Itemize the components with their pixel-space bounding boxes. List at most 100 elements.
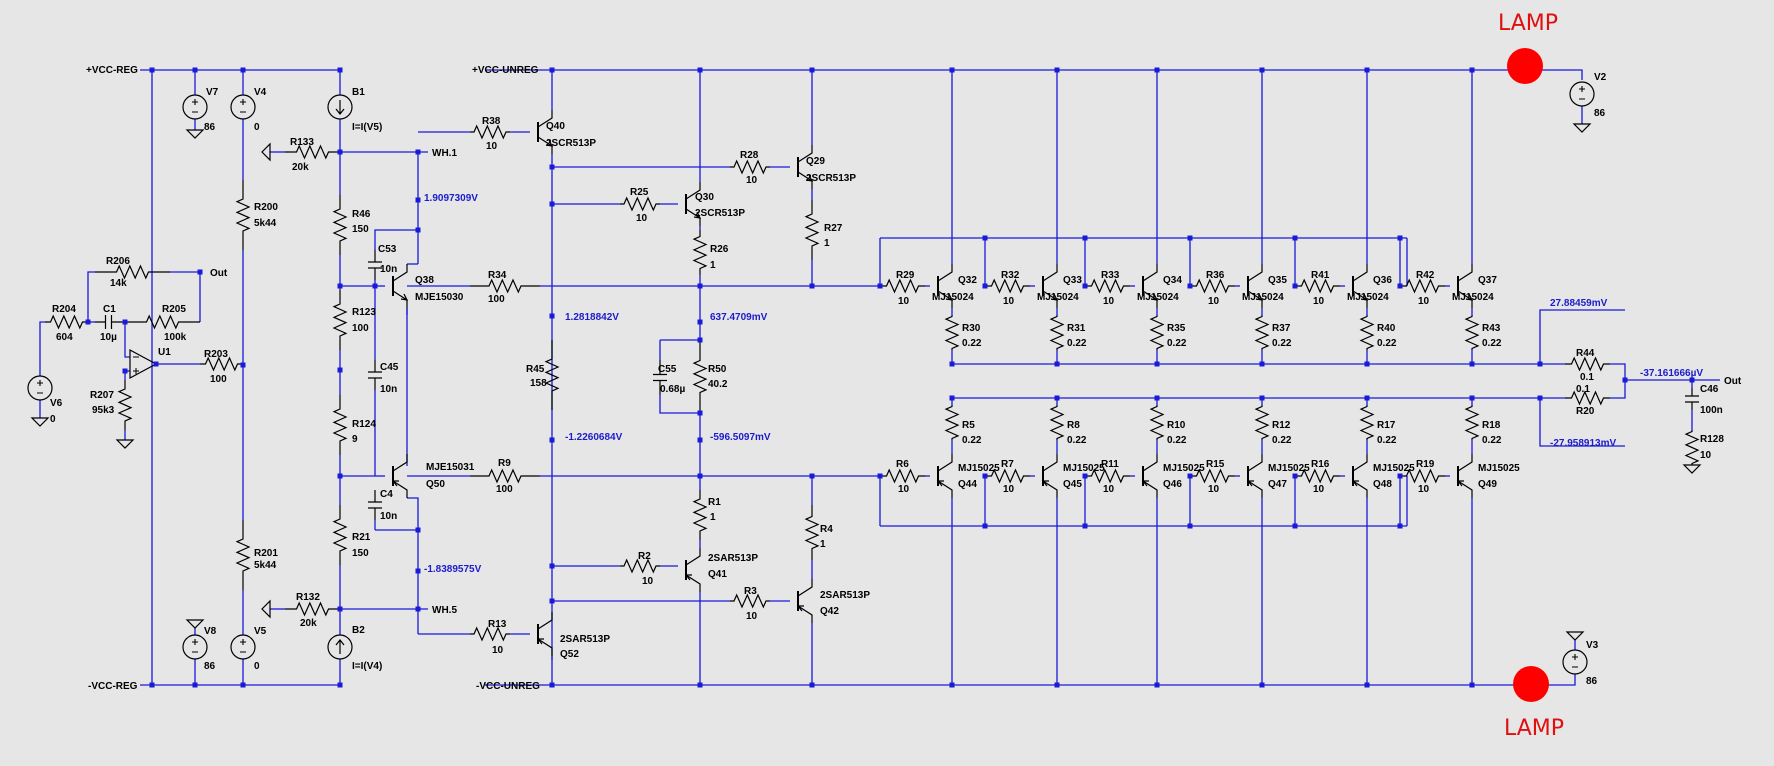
voltage-source-v2 [1569, 81, 1595, 107]
ground-triangle [1682, 464, 1702, 474]
r200-value: 5k44 [254, 218, 277, 229]
resistor-body [1085, 278, 1130, 294]
r13-name: R13 [488, 619, 507, 630]
rb-value: 10 [1208, 484, 1220, 495]
rb-value: 10 [1003, 484, 1015, 495]
meas-4: -1.2260684V [565, 432, 623, 443]
emitter-arrow [1050, 293, 1059, 301]
q-model: MJ15024 [1242, 292, 1284, 303]
r1-name: R1 [708, 497, 721, 508]
q-name: Q48 [1373, 479, 1392, 490]
junction [1082, 473, 1088, 479]
resistor-body [1149, 405, 1165, 440]
resistor-body [1565, 356, 1610, 372]
transistor-q50 [391, 454, 408, 498]
ground-triangle [185, 619, 205, 629]
resistor-r12 [1254, 405, 1270, 440]
rb-value: 10 [898, 484, 910, 495]
junction [415, 197, 421, 203]
source-circle [230, 634, 256, 660]
resistor-body [880, 468, 925, 484]
resistor-body [95, 264, 170, 280]
capacitor-c45 [368, 360, 382, 390]
emitter-arrow [1246, 480, 1254, 487]
r25-name: R25 [630, 187, 649, 198]
q42-model: 2SAR513P [820, 590, 870, 601]
re-name: R8 [1067, 420, 1080, 431]
q-name: Q35 [1268, 275, 1287, 286]
wire [374, 229, 418, 240]
junction [415, 568, 421, 574]
junction [697, 682, 703, 688]
transistor-q35 [1247, 264, 1264, 308]
net-vcc-reg-neg: -VCC-REG [88, 681, 138, 692]
transistor-q40 [537, 110, 554, 154]
meas-9: -27.958913mV [1550, 438, 1616, 449]
junction [337, 682, 343, 688]
resistor-r9 [470, 468, 540, 484]
leads [1142, 454, 1158, 498]
resistor-body [944, 315, 960, 350]
ground-icon [1682, 464, 1702, 474]
junction [192, 67, 198, 73]
r128-value: 10 [1700, 450, 1712, 461]
emitter-arrow [1255, 293, 1264, 301]
rb-value: 10 [1313, 484, 1325, 495]
lamp-bottom-label: LAMP [1504, 716, 1564, 741]
capacitor-body [95, 315, 122, 329]
r203-name: R203 [204, 349, 228, 360]
junction [1054, 682, 1060, 688]
q-model: MJ15024 [1037, 292, 1079, 303]
junction [549, 437, 555, 443]
ground-triangle [1565, 631, 1585, 641]
r28-name: R28 [740, 150, 759, 161]
junction [1082, 523, 1088, 529]
re-name: R40 [1377, 323, 1396, 334]
junction [1292, 473, 1298, 479]
junction [240, 362, 246, 368]
re-name: R35 [1167, 323, 1186, 334]
resistor-r32 [985, 278, 1030, 294]
ground-icon [261, 142, 271, 162]
v4-name: V4 [254, 87, 267, 98]
emitter-arrow [536, 638, 544, 645]
rb-value: 10 [1313, 296, 1325, 307]
junction [1364, 682, 1370, 688]
resistor-r8 [1049, 405, 1065, 440]
resistor-body [1149, 315, 1165, 350]
lamp-top-icon [1507, 48, 1543, 84]
re-value: 0.22 [1482, 435, 1502, 446]
leads [685, 548, 701, 592]
opamp-pins [133, 356, 139, 374]
resistor-r10 [1149, 405, 1165, 440]
capacitor-c55 [653, 360, 667, 395]
transistor-q30 [685, 182, 702, 226]
q-name: Q47 [1268, 479, 1287, 490]
rb-name: R33 [1101, 270, 1120, 281]
junction [85, 319, 91, 325]
capacitor-c53 [368, 250, 382, 280]
junction [809, 67, 815, 73]
emitter-arrow [1041, 480, 1049, 487]
resistor-r26 [692, 230, 708, 275]
emitter-arrow [545, 139, 554, 147]
re-name: R17 [1377, 420, 1396, 431]
q29-model: 2SCR513P [806, 173, 856, 184]
rb-name: R36 [1206, 270, 1225, 281]
resistor-r204 [45, 314, 88, 330]
junction [949, 395, 955, 401]
resistor-r2 [620, 558, 660, 574]
polarity-marks [1572, 654, 1578, 668]
ground-triangle [30, 417, 50, 427]
re-name: R37 [1272, 323, 1291, 334]
resistor-body [985, 278, 1030, 294]
q50-model: MJE15031 [426, 462, 475, 473]
ground-icon [115, 439, 135, 449]
opamp-u1 [129, 348, 158, 380]
junction [809, 283, 815, 289]
resistor-r200 [235, 180, 251, 250]
r124-value: 9 [352, 434, 358, 445]
q30-name: Q30 [695, 192, 714, 203]
re-value: 0.22 [1167, 338, 1187, 349]
r128-name: R128 [1700, 434, 1724, 445]
